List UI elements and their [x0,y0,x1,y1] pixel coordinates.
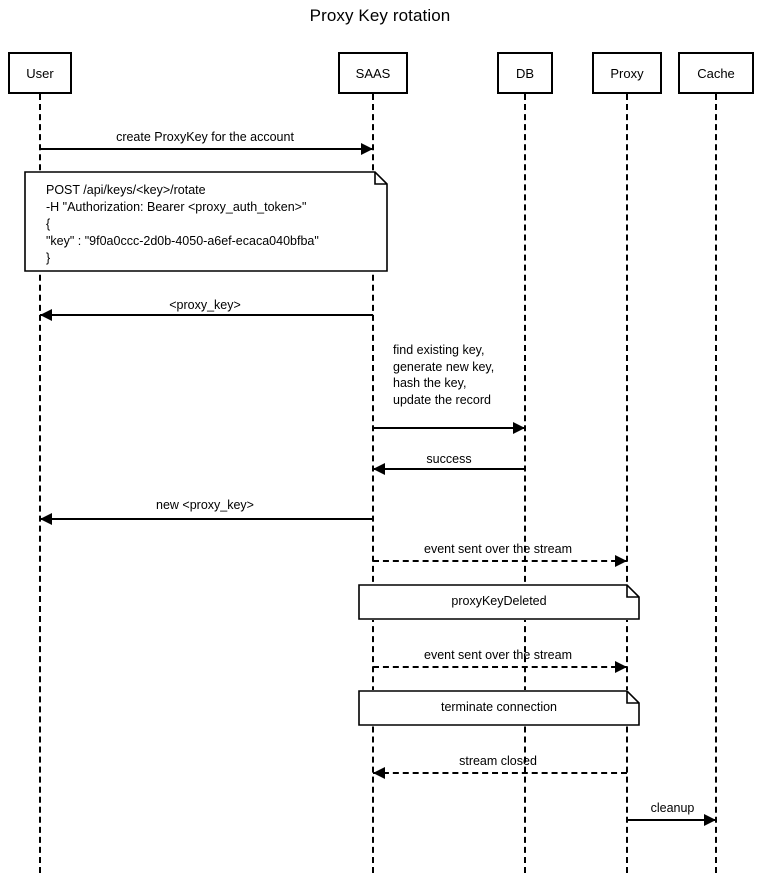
lifeline-proxy [626,94,628,873]
lifeline-user [39,94,41,873]
participant-saas[interactable]: SAAS [338,52,408,94]
message-line-stream-closed [373,772,627,774]
arrowhead-right-icon [615,555,627,567]
message-label-cleanup: cleanup [650,801,695,815]
lifeline-cache [715,94,717,873]
arrowhead-left-icon [373,463,385,475]
note-text: POST /api/keys/<key>/rotate -H "Authoriz… [46,183,319,265]
note-shape [358,584,640,620]
note-request-note: POST /api/keys/<key>/rotate -H "Authoriz… [24,171,388,272]
arrowhead-left-icon [40,513,52,525]
note-shape [24,171,388,272]
participant-label: SAAS [355,65,391,81]
arrowhead-left-icon [373,767,385,779]
participant-cache[interactable]: Cache [678,52,754,94]
participant-user[interactable]: User [8,52,72,94]
message-line-event-stream-2 [373,666,627,668]
message-line-new-proxy-key [40,518,373,520]
message-line-proxy-key-response [40,314,373,316]
message-label-stream-closed: stream closed [459,754,537,768]
participant-label: Proxy [610,65,644,81]
note-terminate-connection-note: terminate connection [358,690,640,726]
participant-label: User [26,65,54,81]
participant-label: Cache [697,65,735,81]
participant-label: DB [515,65,535,81]
message-label-event-stream-2: event sent over the stream [424,648,572,662]
lifeline-db [524,94,526,873]
message-line-db-success [373,468,525,470]
message-line-saas-db-update [373,427,525,429]
note-text: proxyKeyDeleted [451,594,547,608]
message-label-db-success: success [426,452,472,466]
message-line-create-proxykey [40,148,373,150]
arrowhead-right-icon [513,422,525,434]
message-label-saas-db-update: find existing key, generate new key, has… [393,343,495,407]
arrowhead-right-icon [361,143,373,155]
message-label-new-proxy-key: new <proxy_key> [156,498,254,512]
message-line-event-stream-1 [373,560,627,562]
arrowhead-left-icon [40,309,52,321]
page-title: Proxy Key rotation [309,6,451,25]
participant-proxy[interactable]: Proxy [592,52,662,94]
lifeline-saas [372,94,374,873]
note-shape [358,690,640,726]
note-proxy-key-deleted-note: proxyKeyDeleted [358,584,640,620]
message-label-create-proxykey: create ProxyKey for the account [116,130,294,144]
message-label-proxy-key-response: <proxy_key> [169,298,241,312]
participant-db[interactable]: DB [497,52,553,94]
message-line-cleanup [627,819,716,821]
arrowhead-right-icon [615,661,627,673]
arrowhead-right-icon [704,814,716,826]
note-text: terminate connection [440,700,558,714]
message-label-event-stream-1: event sent over the stream [424,542,572,556]
